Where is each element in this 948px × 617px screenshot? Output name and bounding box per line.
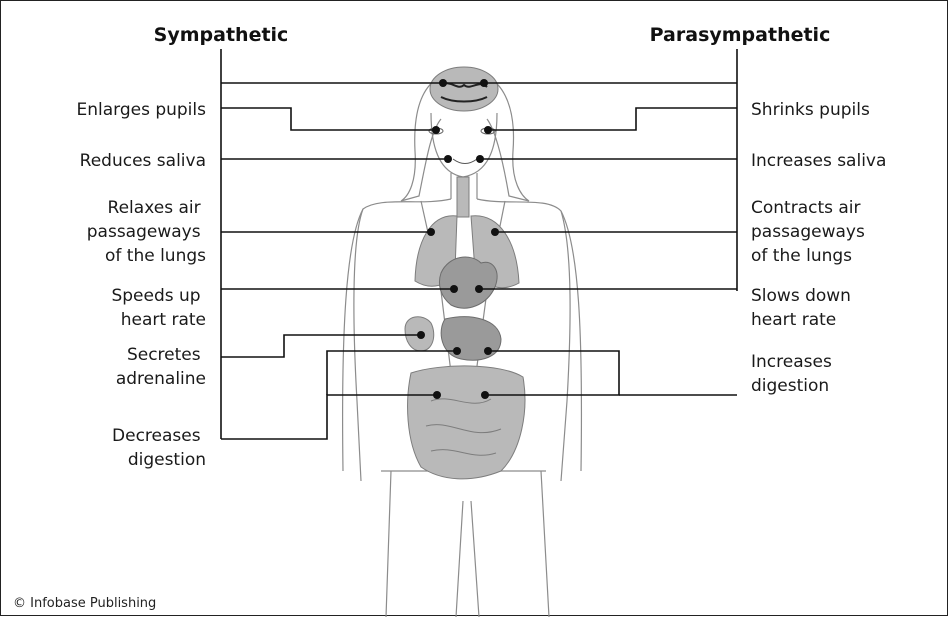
mouth (453, 159, 477, 164)
parasympathetic-effect-label: Contracts air passageways of the lungs (751, 198, 870, 266)
heart-organ (439, 257, 497, 308)
legs-outline (386, 471, 549, 617)
left-heart-dot (450, 285, 458, 293)
parasympathetic-effects: Shrinks pupils Increases saliva Contract… (751, 100, 886, 396)
right-pupil-dot (484, 126, 492, 134)
right-heart-dot (475, 285, 483, 293)
adrenal-dot (417, 331, 425, 339)
sympathetic-effect-label: Relaxes air passageways of the lungs (87, 198, 206, 266)
sympathetic-effect-label: Decreases digestion (112, 426, 206, 470)
intestine-dot-right (481, 391, 489, 399)
sympathetic-digestion-line-lower (221, 395, 437, 439)
right-lung-dot (491, 228, 499, 236)
right-saliva-dot (476, 155, 484, 163)
parasympathetic-pupils-line (488, 108, 737, 130)
copyright-credit: © Infobase Publishing (13, 596, 156, 611)
sympathetic-effect-label: Reduces saliva (80, 151, 206, 171)
sympathetic-effect-label: Speeds up heart rate (111, 286, 206, 330)
sympathetic-effects: Enlarges pupils Reduces saliva Relaxes a… (76, 100, 206, 470)
sympathetic-adrenaline-line (221, 335, 421, 357)
sympathetic-header: Sympathetic (154, 24, 289, 46)
parasympathetic-effect-label: Increases saliva (751, 151, 886, 171)
trachea-organ (457, 177, 469, 217)
sympathetic-effect-label: Secretes adrenaline (116, 345, 206, 389)
left-pupil-dot (432, 126, 440, 134)
parasympathetic-header: Parasympathetic (650, 24, 831, 46)
stomach-dot-right (484, 347, 492, 355)
intestines-organ (408, 366, 525, 479)
parasympathetic-effect-label: Slows down heart rate (751, 286, 856, 330)
brain-dot-left (439, 79, 447, 87)
human-figure (343, 67, 582, 617)
face-outline (431, 113, 497, 177)
sympathetic-effect-label: Enlarges pupils (76, 100, 206, 120)
parasympathetic-effect-label: Shrinks pupils (751, 100, 870, 120)
parasympathetic-effect-label: Increases digestion (751, 352, 837, 396)
sympathetic-pupils-line (221, 108, 436, 130)
left-lung-dot (427, 228, 435, 236)
brain-dot-right (480, 79, 488, 87)
stomach-dot-left (453, 347, 461, 355)
left-saliva-dot (444, 155, 452, 163)
stomach-organ (441, 317, 501, 360)
brain-organ (430, 67, 498, 111)
intestine-dot-left (433, 391, 441, 399)
